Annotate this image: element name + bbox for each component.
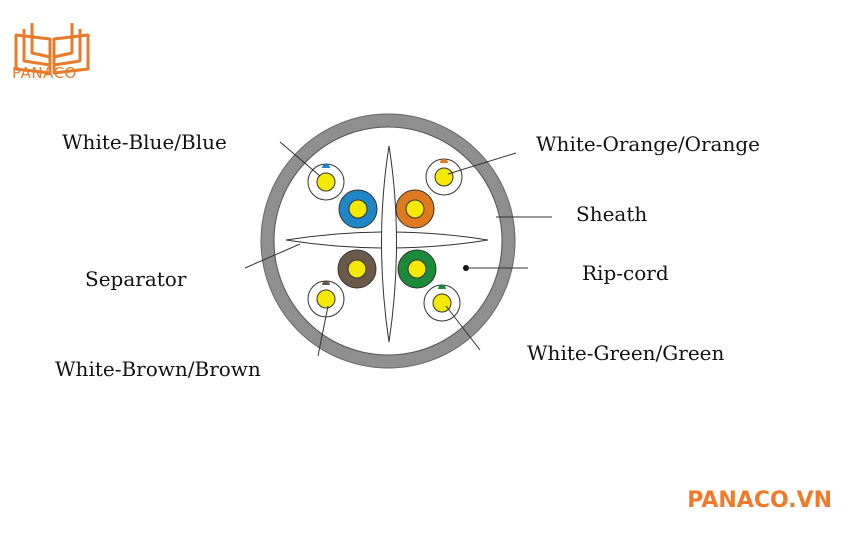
brand-watermark: PANACO.VN: [687, 488, 832, 513]
leader-separator: [244, 243, 301, 269]
label-rip-cord: Rip-cord: [582, 261, 669, 285]
logo-wordmark: PANACO: [12, 64, 77, 82]
label-white-blue-blue: White-Blue/Blue: [62, 130, 227, 154]
leader-white-brown: [317, 305, 329, 357]
label-separator: Separator: [85, 267, 187, 291]
leader-white-green: [445, 305, 481, 351]
separator-vertical: [381, 145, 397, 343]
label-white-brown-brown: White-Brown/Brown: [55, 357, 261, 381]
label-white-orange-orange: White-Orange/Orange: [536, 132, 761, 156]
leader-white-blue: [279, 141, 321, 177]
panaco-book-logo-icon: [14, 23, 90, 75]
leader-white-orange: [447, 152, 517, 175]
label-sheath: Sheath: [576, 202, 648, 226]
label-white-green-green: White-Green/Green: [527, 341, 725, 365]
